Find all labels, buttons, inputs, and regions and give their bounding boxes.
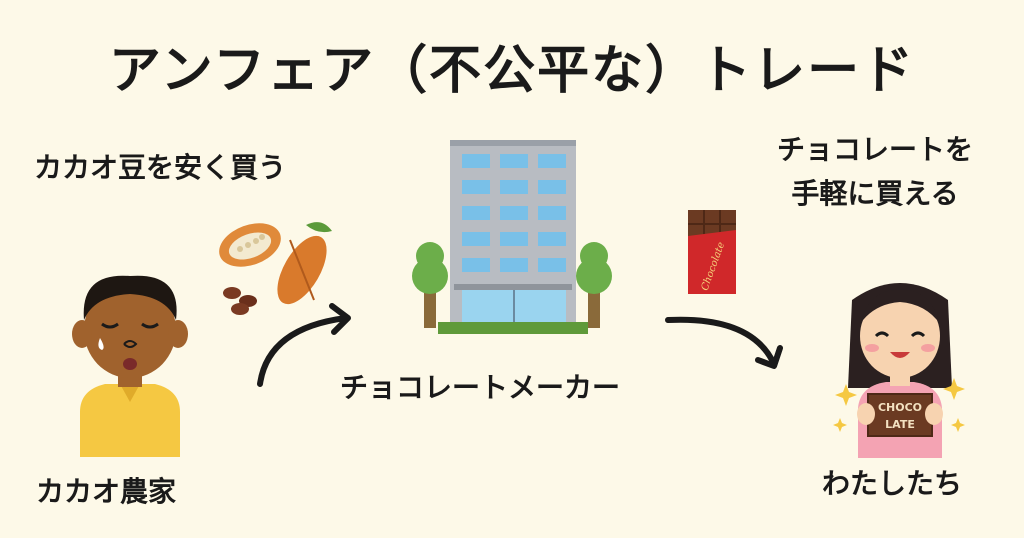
- arrow-maker-to-consumer: [665, 316, 783, 369]
- farmer-action-label: カカオ豆を安く買う: [34, 151, 287, 184]
- choco-bar-text-1: CHOCO: [878, 401, 922, 414]
- chocolate-bar-icon: Chocolate: [688, 210, 736, 294]
- consumer-illustration: CHOCO LATE: [833, 283, 965, 458]
- consumer-action-label: チョコレートを 手軽に買える: [740, 128, 1010, 216]
- choco-bar-text-2: LATE: [885, 418, 915, 431]
- consumer-action-line1: チョコレートを: [776, 133, 973, 166]
- farmer-label: カカオ農家: [36, 475, 177, 508]
- farmer-illustration: [72, 275, 188, 457]
- arrow-farmer-to-maker: [257, 303, 351, 387]
- consumer-label: わたしたち: [822, 467, 963, 500]
- sparkle-icons: [833, 378, 965, 432]
- cacao-beans-icon: [219, 222, 332, 315]
- page-title: アンフェア（不公平な）トレード: [108, 41, 916, 101]
- maker-label: チョコレートメーカー: [340, 371, 621, 404]
- building-illustration: [412, 140, 612, 334]
- consumer-action-line2: 手軽に買える: [791, 177, 959, 210]
